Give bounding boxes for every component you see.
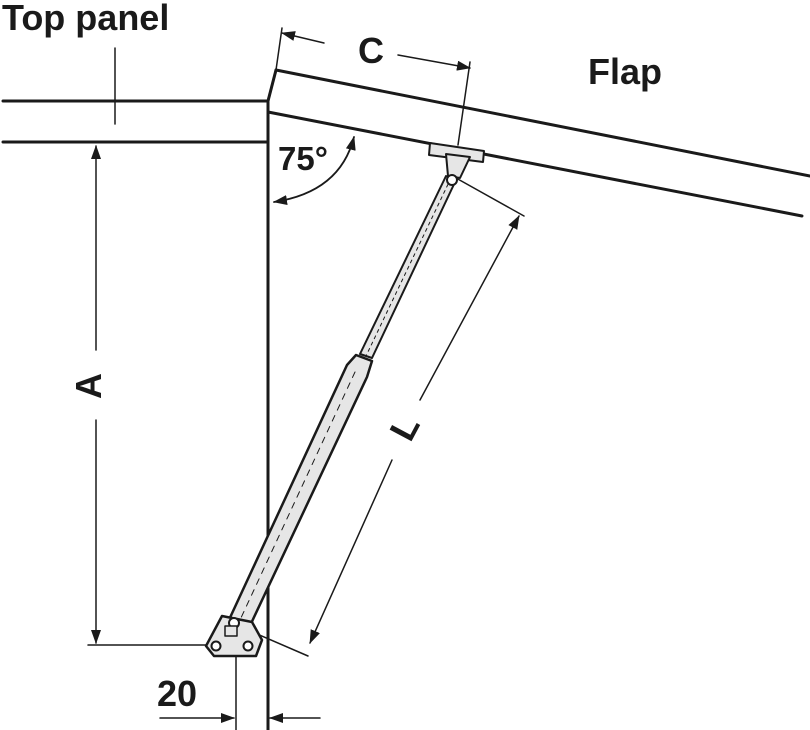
base-mounting-bracket — [204, 614, 264, 658]
strut-cylinder — [226, 353, 374, 632]
flap-label: Flap — [588, 51, 663, 92]
dimension-a — [87, 145, 239, 646]
dimension-20-label: 20 — [157, 673, 198, 714]
angle-arc — [273, 136, 356, 205]
angle-label: 75° — [278, 140, 328, 177]
piston-rod — [359, 174, 458, 359]
dimension-l — [233, 177, 525, 657]
dimension-c — [275, 27, 471, 146]
gas-strut — [204, 142, 485, 658]
dimension-a-label: A — [68, 373, 109, 399]
flap-mounting-bracket — [428, 142, 485, 179]
flap-panel — [266, 68, 810, 218]
dimension-c-label: C — [358, 30, 384, 71]
top-panel-label: Top panel — [2, 0, 170, 38]
top-panel — [1, 47, 270, 144]
